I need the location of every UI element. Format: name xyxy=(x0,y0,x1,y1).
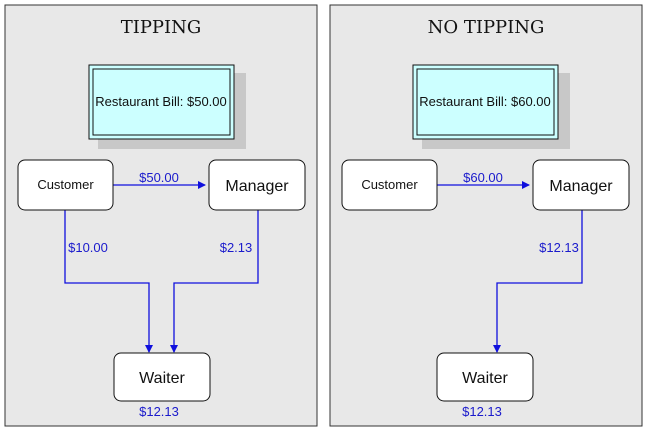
no-tipping-manager-box xyxy=(532,159,630,211)
no-tipping-customer-manager-amount: $60.00 xyxy=(463,170,503,185)
tipping-manager-box xyxy=(208,159,306,211)
tipping-customer-label: Customer xyxy=(37,177,94,192)
tipping-manager-waiter-amount: $2.13 xyxy=(220,240,253,255)
tipping-bill-inner-border xyxy=(92,68,231,136)
tipping-waiter-label: Waiter xyxy=(139,370,185,387)
tipping-customer-box xyxy=(17,159,114,211)
no-tipping-manager-label: Manager xyxy=(549,178,613,195)
tipping-waiter-box xyxy=(113,352,211,402)
tipping-bill-box xyxy=(88,64,235,140)
no-tipping-title: NO TIPPING xyxy=(428,17,545,38)
no-tipping-manager-waiter-amount: $12.13 xyxy=(539,240,579,255)
no-tipping-bill-inner-border xyxy=(416,68,555,136)
tipping-bill-label: Restaurant Bill: $50.00 xyxy=(95,94,227,109)
no-tipping-waiter-box xyxy=(436,352,534,402)
no-tipping-bill-box xyxy=(412,64,559,140)
no-tipping-manager-waiter-arrow xyxy=(493,210,583,353)
no-tipping-customer-label: Customer xyxy=(361,177,418,192)
tipping-customer-waiter-arrow xyxy=(64,210,153,353)
no-tipping-waiter-total: $12.13 xyxy=(462,404,502,419)
tipping-manager-waiter-arrow xyxy=(170,210,259,353)
tipping-panel: TIPPING Restaurant Bill: $50.00 Customer… xyxy=(4,4,318,427)
no-tipping-bill-label: Restaurant Bill: $60.00 xyxy=(419,94,551,109)
no-tipping-waiter-label: Waiter xyxy=(462,370,508,387)
tipping-waiter-total: $12.13 xyxy=(139,404,179,419)
no-tipping-panel: NO TIPPING Restaurant Bill: $60.00 Custo… xyxy=(329,4,643,427)
tipping-title: TIPPING xyxy=(121,17,202,38)
tipping-manager-label: Manager xyxy=(225,178,289,195)
tipping-customer-manager-amount: $50.00 xyxy=(139,170,179,185)
no-tipping-customer-box xyxy=(341,159,438,211)
tipping-customer-waiter-amount: $10.00 xyxy=(68,240,108,255)
